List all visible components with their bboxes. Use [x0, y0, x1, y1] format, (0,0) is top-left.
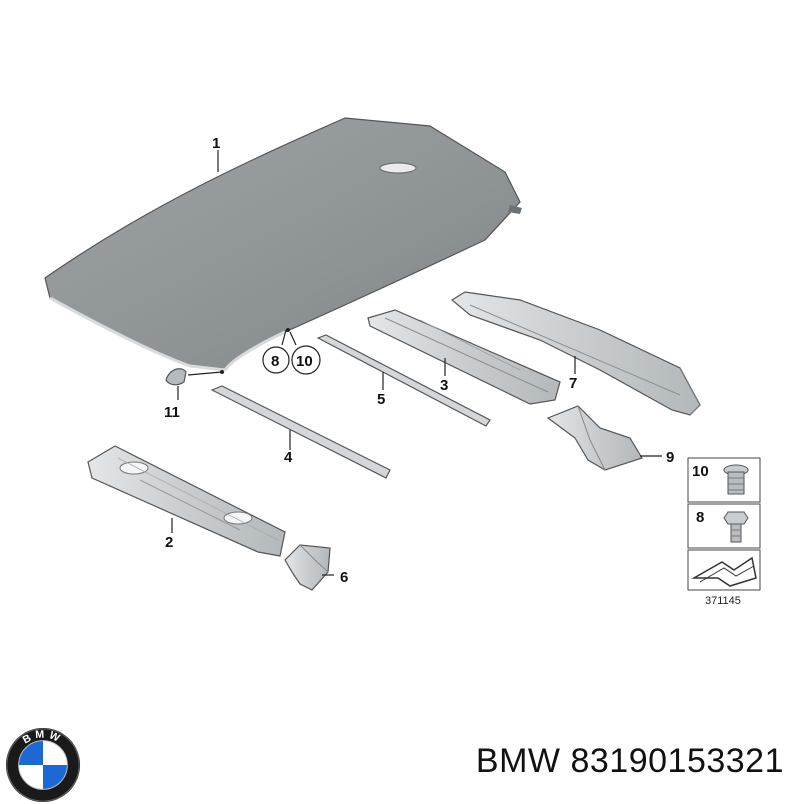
direction-arrow-icon: [691, 556, 757, 587]
legend-label-8: 8: [696, 509, 704, 526]
screw-icon: [723, 464, 749, 495]
roof-strip-lower: [210, 385, 391, 479]
fastener-legend: 10 8 371145: [687, 457, 761, 607]
attachment-point: [220, 370, 224, 374]
callout-7: 7: [569, 375, 577, 392]
legend-label-10: 10: [692, 463, 709, 480]
callout-1: 1: [212, 135, 220, 152]
callout-9: 9: [666, 449, 674, 466]
legend-box-8: [687, 503, 761, 549]
small-bracket: [284, 544, 331, 591]
callout-3: 3: [440, 377, 448, 394]
part-number: 83190153321: [570, 742, 784, 780]
rear-roof-frame: [450, 291, 701, 416]
callout-5: 5: [377, 391, 385, 408]
roof-bow: [367, 309, 561, 405]
callout-10-circle: [291, 345, 321, 375]
diagram-number: 371145: [705, 595, 741, 607]
legend-box-10: [687, 457, 761, 503]
attachment-point: [286, 328, 290, 332]
gusset-bracket: [546, 405, 643, 471]
bolt-icon: [723, 511, 749, 543]
callout-4: 4: [284, 449, 293, 466]
callout-8-circle: [262, 346, 290, 374]
callout-2: 2: [165, 534, 173, 551]
callout-10: 10: [296, 353, 313, 370]
clip: [165, 368, 187, 386]
roof-panel: [44, 117, 522, 372]
bmw-logo-icon: BMW: [5, 727, 81, 803]
callout-6: 6: [340, 569, 348, 586]
leader-lines: [171, 150, 662, 576]
callout-11: 11: [164, 404, 180, 421]
roof-strip-upper: [316, 334, 491, 427]
rear-crossmember-bracket: [87, 445, 286, 557]
brand-name: BMW: [475, 742, 561, 780]
svg-text:BMW: BMW: [21, 728, 65, 746]
logo-letters: BMW: [21, 728, 61, 746]
callout-8: 8: [271, 353, 279, 370]
